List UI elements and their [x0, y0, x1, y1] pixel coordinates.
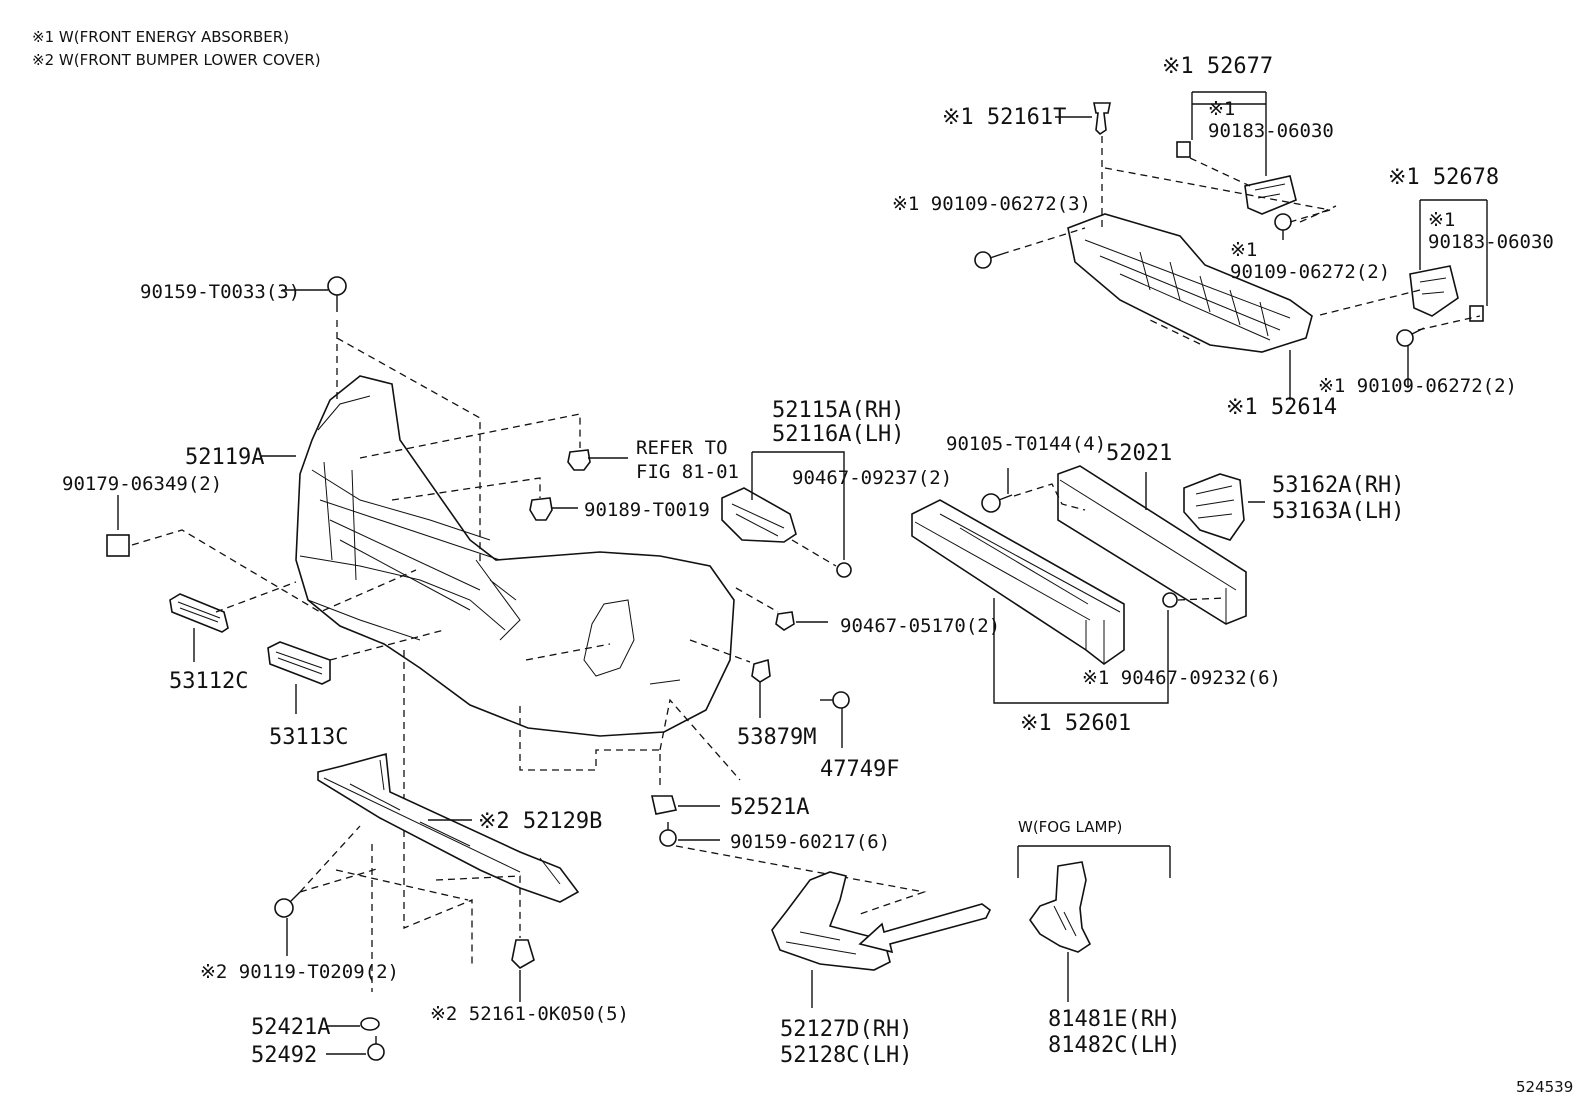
- clip-47749F[interactable]: [820, 691, 850, 709]
- label-52677: ※1 52677: [1162, 54, 1273, 79]
- part-52115A-bracket[interactable]: [721, 487, 797, 543]
- label-52678: ※1 52678: [1388, 165, 1499, 190]
- label-52601: ※1 52601: [1020, 711, 1131, 736]
- label-90159-60217: 90159-60217(6): [730, 831, 890, 853]
- note-front-bumper-lower-cover: ※2 W(FRONT BUMPER LOWER COVER): [32, 51, 321, 69]
- reinforcement-group: [911, 465, 1265, 704]
- part-52021-retainer[interactable]: [1057, 465, 1247, 625]
- part-90179-06349-nut[interactable]: [106, 534, 130, 557]
- screw-90159-T0033[interactable]: [327, 276, 347, 312]
- energy-absorber-group: [974, 91, 1488, 400]
- label-52492: 52492: [251, 1043, 317, 1068]
- clip-52521a-group: [651, 795, 927, 915]
- label-53112C: 53112C: [169, 669, 248, 694]
- bolt-90109-06272-c[interactable]: [1396, 327, 1425, 347]
- mud-guard-group: [771, 845, 1171, 1008]
- label-90109-06272-3: ※1 90109-06272(3): [892, 193, 1091, 215]
- part-53112C-grille[interactable]: [169, 593, 229, 633]
- part-90183-06030-clip-b[interactable]: [1469, 305, 1484, 322]
- label-52127D: 52127D(RH): [780, 1017, 912, 1042]
- label-90119-T0209: ※2 90119-T0209(2): [200, 961, 399, 983]
- label-fig-81-01: FIG 81-01: [636, 461, 739, 483]
- label-90467-09232: ※1 90467-09232(6): [1082, 667, 1281, 689]
- part-90183-06030-clip-a[interactable]: [1176, 141, 1191, 158]
- bolt-90109-06272-b[interactable]: [1274, 213, 1292, 240]
- part-53879M-clip[interactable]: [751, 658, 771, 683]
- figure-number: 524539: [1516, 1078, 1573, 1096]
- part-labels: ※1 52677 ※1 90183-06030 ※1 52161T ※1 901…: [62, 54, 1573, 1096]
- arrow-icon: [858, 903, 992, 954]
- part-52127D-mud-guard[interactable]: [771, 871, 891, 971]
- bolt-52492[interactable]: [367, 1036, 385, 1061]
- label-fog-lamp: W(FOG LAMP): [1018, 818, 1122, 836]
- label-53163A: 53163A(LH): [1272, 499, 1404, 524]
- label-90159-T0033: 90159-T0033(3): [140, 281, 300, 303]
- label-refer-to: REFER TO: [636, 437, 728, 459]
- bolt-90119-T0209[interactable]: [274, 891, 301, 918]
- label-53162A: 53162A(RH): [1272, 473, 1404, 498]
- label-90109-06272-2-b: 90109-06272(2): [1230, 261, 1390, 283]
- nut-90467-09232[interactable]: [1162, 592, 1178, 608]
- label-52161T: ※1 52161T: [942, 105, 1066, 130]
- label-90189-T0019: 90189-T0019: [584, 499, 710, 521]
- label-53879M: 53879M: [737, 725, 816, 750]
- bumper-cover-group: [106, 276, 852, 968]
- label-47749F: 47749F: [820, 757, 899, 782]
- label-90105-T0144: 90105-T0144(4): [946, 433, 1106, 455]
- label-90467-05170: 90467-05170(2): [840, 615, 1000, 637]
- label-52128C: 52128C(LH): [780, 1043, 912, 1068]
- label-52129B: ※2 52129B: [478, 809, 602, 834]
- label-90109-06272-2-c: ※1 90109-06272(2): [1318, 375, 1517, 397]
- label-53113C: 53113C: [269, 725, 348, 750]
- bolt-90109-06272-a[interactable]: [974, 251, 1003, 269]
- part-52421A-nut[interactable]: [360, 1017, 380, 1031]
- part-52601-reinforcement[interactable]: [911, 499, 1125, 665]
- part-90189-T0019-clip[interactable]: [529, 497, 553, 521]
- label-52521A: 52521A: [730, 795, 809, 820]
- clip-90467-05170[interactable]: [775, 611, 795, 631]
- label-90183-06030-a: 90183-06030: [1208, 120, 1334, 142]
- label-90183-06030-b: 90183-06030: [1428, 231, 1554, 253]
- screw-90159-60217[interactable]: [659, 822, 677, 847]
- label-52021: 52021: [1106, 441, 1172, 466]
- label-90179-06349: 90179-06349(2): [62, 473, 222, 495]
- label-90183-06030-mark-a: ※1: [1208, 98, 1235, 120]
- label-52115A: 52115A(RH): [772, 398, 904, 423]
- label-81482C: 81482C(LH): [1048, 1033, 1180, 1058]
- label-52421A: 52421A: [251, 1015, 330, 1040]
- part-52614-energy-absorber[interactable]: [1067, 213, 1313, 353]
- label-52614: ※1 52614: [1226, 395, 1337, 420]
- bolt-90105-T0144[interactable]: [981, 493, 1013, 513]
- part-53113C-grille[interactable]: [267, 641, 331, 685]
- part-52161-0K050-clip[interactable]: [511, 939, 535, 969]
- part-52161T-clip[interactable]: [1093, 102, 1111, 136]
- label-52119A: 52119A: [185, 445, 264, 470]
- note-front-energy-absorber: ※1 W(FRONT ENERGY ABSORBER): [32, 28, 289, 46]
- label-90467-09237: 90467-09237(2): [792, 467, 952, 489]
- nut-90467-09237[interactable]: [836, 562, 852, 578]
- label-52116A: 52116A(LH): [772, 422, 904, 447]
- lower-cover-group: [274, 752, 580, 1061]
- label-81481E: 81481E(RH): [1048, 1007, 1180, 1032]
- part-52521A-clip[interactable]: [651, 795, 678, 815]
- label-90183-06030-mark-b: ※1: [1428, 209, 1455, 231]
- part-refer-fig-81-01-clip[interactable]: [567, 449, 591, 471]
- label-90109-06272-mark-b: ※1: [1230, 239, 1257, 261]
- part-52677-bracket[interactable]: [1244, 175, 1297, 215]
- part-52129B-lower-cover[interactable]: [317, 752, 580, 903]
- part-81481E-mud-guard[interactable]: [1029, 861, 1092, 953]
- label-52161-0K050: ※2 52161-0K050(5): [430, 1003, 629, 1025]
- part-53162A-bracket[interactable]: [1183, 473, 1245, 541]
